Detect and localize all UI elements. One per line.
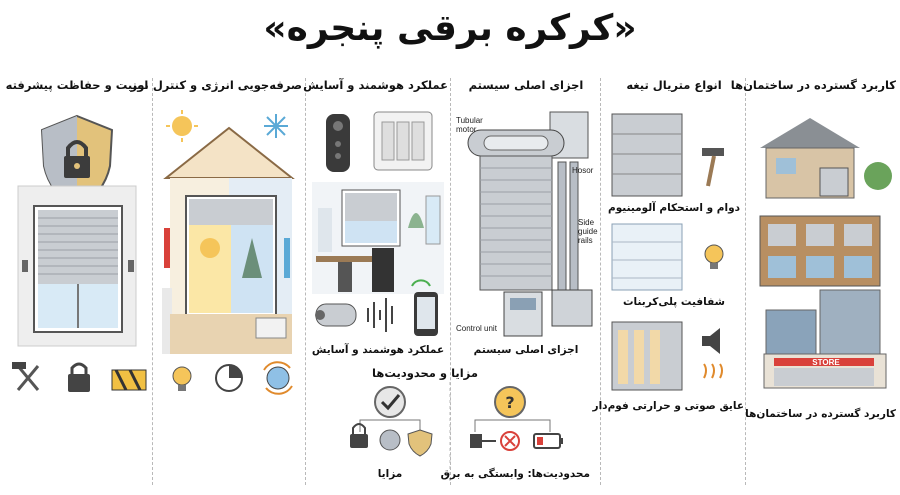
pros-label: مزایا bbox=[377, 468, 403, 480]
usage-title: کاربرد گسترده در ساختمان‌ها bbox=[730, 78, 896, 92]
heat-icon bbox=[703, 363, 723, 379]
speaker-icon bbox=[702, 328, 720, 354]
label-tubular-motor: Tubular motor bbox=[456, 116, 483, 134]
column-divider bbox=[600, 78, 601, 485]
column-divider bbox=[450, 78, 451, 485]
shield-icon bbox=[407, 429, 433, 457]
security-icons-row bbox=[12, 362, 147, 392]
security-title: امنیت و حفاظت پیشرفته bbox=[5, 78, 149, 92]
material-polycarbonate-label: شفافیت پلی‌کربنات bbox=[623, 296, 725, 308]
villa-house bbox=[760, 118, 892, 199]
thermometer-icon bbox=[164, 228, 170, 268]
cons-label: محدودیت‌ها: وابستگی به برق bbox=[440, 468, 590, 480]
soundwave-icon bbox=[367, 298, 393, 332]
components-column: اجزای اصلی سیستم Tubular motor Hosor Sid… bbox=[454, 78, 598, 489]
globe-arrows-icon bbox=[263, 361, 293, 395]
svg-text:?: ? bbox=[505, 393, 514, 412]
material-foam-label: عایق صوتی و حرارتی فوم‌دار bbox=[592, 400, 744, 412]
pros-cons-diagram: ? bbox=[350, 382, 563, 482]
lightbulb-icon bbox=[704, 244, 724, 269]
low-battery-icon bbox=[533, 433, 563, 449]
security-illustration bbox=[17, 114, 137, 347]
smart-title: عملکرد هوشمند و آسایش bbox=[303, 78, 448, 92]
page-title: «کرکره برقی پنجره» bbox=[263, 8, 637, 49]
lightbulb-icon bbox=[172, 366, 192, 391]
snowflake-icon bbox=[264, 114, 288, 138]
smart-devices-row bbox=[315, 279, 438, 336]
label-side-rails: Side guide rails bbox=[578, 218, 598, 245]
usage-illustration bbox=[759, 118, 892, 389]
foam-slats bbox=[611, 321, 683, 391]
barrier-icon bbox=[111, 369, 147, 391]
label-control-unit: Control unit bbox=[456, 324, 497, 333]
security-column: امنیت و حفاظت پیشرفته bbox=[4, 78, 150, 489]
apartment-building bbox=[759, 215, 881, 287]
hammer-wrench-icon bbox=[12, 362, 40, 391]
smart-illustration bbox=[312, 111, 444, 294]
padlock-icon bbox=[68, 362, 90, 392]
materials-title: انواع متریال تیغه bbox=[626, 78, 722, 92]
aluminium-slats bbox=[611, 113, 683, 197]
office-towers bbox=[763, 289, 887, 389]
energy-icons-row bbox=[172, 361, 293, 395]
usage-caption: کاربرد گسترده در ساختمان‌ها bbox=[745, 408, 896, 420]
question-icon: ? bbox=[494, 386, 526, 418]
plug-icon bbox=[470, 434, 496, 448]
smart-column: عملکرد هوشمند و آسایش bbox=[303, 78, 448, 489]
clock-icon bbox=[215, 364, 243, 392]
chair-icon bbox=[372, 248, 394, 292]
components-caption: اجزای اصلی سیستم bbox=[473, 344, 579, 356]
column-divider bbox=[305, 78, 306, 485]
check-icon bbox=[374, 386, 406, 418]
head-sound-icon bbox=[379, 429, 401, 451]
column-divider bbox=[152, 78, 153, 485]
materials-column: انواع متریال تیغه bbox=[592, 78, 744, 489]
polycarbonate-slats bbox=[611, 223, 683, 291]
energy-illustration bbox=[162, 110, 295, 354]
x-circle-icon bbox=[500, 431, 520, 451]
thermometer-icon bbox=[284, 238, 290, 278]
usage-column: کاربرد گسترده در ساختمان‌ها STORE کاربرد bbox=[730, 78, 896, 489]
wifi-icon bbox=[411, 279, 431, 287]
energy-column: صرفه‌جویی انرژی و کنترل نور bbox=[130, 78, 302, 489]
hammer-icon bbox=[702, 148, 724, 187]
wall-switch-icon bbox=[373, 111, 433, 171]
energy-title: صرفه‌جویی انرژی و کنترل نور bbox=[130, 78, 302, 92]
material-aluminium-label: دوام و استحکام آلومینیوم bbox=[608, 202, 740, 214]
smartphone-icon bbox=[414, 292, 438, 336]
pros-cons-title: مزایا و محدودیت‌ها bbox=[372, 366, 478, 380]
components-title: اجزای اصلی سیستم bbox=[468, 78, 584, 92]
remote-control-icon bbox=[326, 114, 350, 172]
label-hood: Hosor bbox=[572, 166, 594, 175]
smart-caption: عملکرد هوشمند و آسایش bbox=[311, 344, 445, 356]
materials-illustration bbox=[611, 113, 724, 391]
sun-icon bbox=[172, 116, 192, 136]
store-sign: STORE bbox=[812, 358, 840, 367]
column-divider bbox=[745, 78, 746, 485]
components-illustration bbox=[467, 111, 593, 337]
lock-icon bbox=[350, 423, 368, 448]
motor-icon bbox=[315, 303, 357, 327]
